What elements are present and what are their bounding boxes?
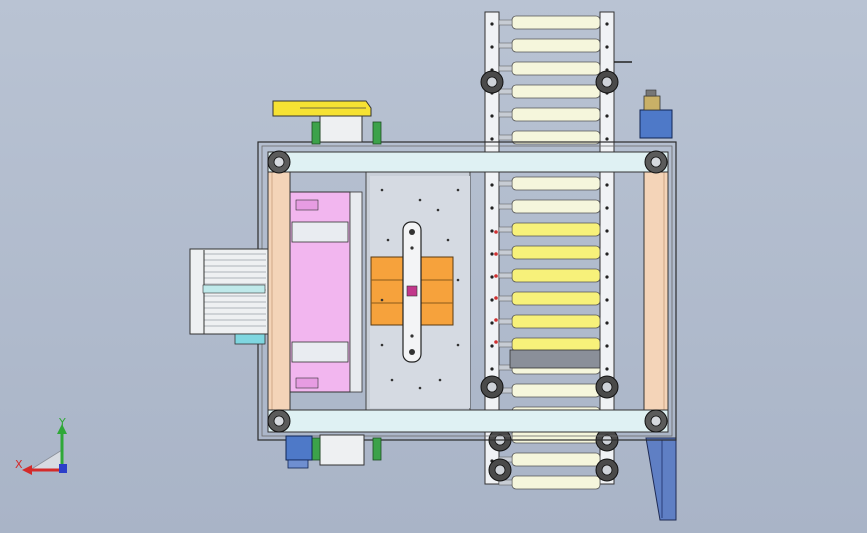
roller: [511, 15, 601, 30]
rail-hole: [490, 275, 494, 279]
roller: [511, 61, 601, 76]
rail-hole: [490, 183, 494, 187]
mounting-hole: [436, 208, 440, 212]
bottom-pulley: [311, 434, 382, 466]
mounting-hole: [418, 198, 422, 202]
rail-hole: [605, 367, 609, 371]
roller-shaft: [498, 272, 513, 279]
blue-chute: [645, 437, 677, 521]
rail-hole: [605, 114, 609, 118]
rail-hole: [605, 275, 609, 279]
rail-hole: [605, 137, 609, 141]
rail-hole: [490, 206, 494, 210]
sensor-marker: [494, 274, 498, 278]
roller: [511, 291, 601, 306]
roller: [511, 268, 601, 283]
roller: [511, 475, 601, 490]
sensor-marker: [494, 252, 498, 256]
roller: [511, 176, 601, 191]
roller-shaft: [498, 65, 513, 72]
rail-hole: [605, 298, 609, 302]
rail-hole: [490, 45, 494, 49]
sensor-marker: [494, 230, 498, 234]
roller: [511, 84, 601, 99]
rail-hole: [605, 344, 609, 348]
x-axis-label: X: [15, 458, 23, 471]
roller-conveyor: [480, 11, 619, 490]
pink-carriage: [289, 191, 363, 393]
roller-shaft: [498, 19, 513, 26]
mounting-hole: [456, 188, 460, 192]
mounting-hole: [456, 343, 460, 347]
sensor-marker: [494, 318, 498, 322]
roller: [511, 245, 601, 260]
y-axis-label: Y: [58, 416, 66, 429]
rail-hole: [490, 367, 494, 371]
roller-shaft: [498, 203, 513, 210]
mounting-holes: [380, 188, 498, 390]
mounting-hole: [446, 238, 450, 242]
sensor-marker: [494, 296, 498, 300]
rail-hole: [605, 229, 609, 233]
rail-hole: [605, 183, 609, 187]
rail-hole: [605, 252, 609, 256]
mounting-hole: [386, 238, 390, 242]
coordinate-triad: Y X: [15, 416, 67, 475]
roller-shaft: [498, 226, 513, 233]
rail-hole: [490, 22, 494, 26]
top-cross-beam: [267, 151, 669, 173]
blue-gear-motor-top: [614, 61, 673, 139]
blue-gear-motor-bottom: [285, 435, 313, 469]
rail-hole: [605, 22, 609, 26]
rail-hole: [490, 229, 494, 233]
mounting-hole: [418, 386, 422, 390]
roller: [511, 222, 601, 237]
rail-hole: [490, 298, 494, 302]
roller-shaft: [498, 134, 513, 141]
roller-shaft: [498, 42, 513, 49]
roller-shaft: [498, 88, 513, 95]
roller-shaft: [498, 111, 513, 118]
rail-hole: [490, 321, 494, 325]
rail-hole: [490, 137, 494, 141]
roller-shaft: [498, 341, 513, 348]
rail-hole: [605, 206, 609, 210]
roller: [511, 314, 601, 329]
yellow-guard: [272, 100, 382, 145]
rail-hole: [490, 344, 494, 348]
roller: [511, 199, 601, 214]
mounting-hole: [390, 378, 394, 382]
roller: [511, 337, 601, 352]
rail-hole: [605, 45, 609, 49]
mounting-hole: [380, 343, 384, 347]
roller-shaft: [498, 318, 513, 325]
center-slide-rail: [402, 221, 422, 363]
mounting-hole: [380, 188, 384, 192]
sensor-marker: [494, 340, 498, 344]
roller-shaft: [498, 249, 513, 256]
roller: [511, 107, 601, 122]
chain-strip: [509, 349, 601, 369]
roller: [511, 383, 601, 398]
roller: [511, 38, 601, 53]
mounting-hole: [380, 298, 384, 302]
roller: [511, 452, 601, 467]
corner-bearings: [267, 150, 668, 433]
rail-hole: [490, 114, 494, 118]
right-side-beam: [643, 169, 669, 413]
rail-hole: [490, 252, 494, 256]
mounting-hole: [456, 278, 460, 282]
mounting-hole: [438, 378, 442, 382]
left-motor: [189, 248, 269, 345]
left-side-beam: [267, 169, 291, 413]
roller-shaft: [498, 295, 513, 302]
rail-hole: [605, 321, 609, 325]
bottom-cross-beam: [267, 409, 669, 433]
roller-shaft: [498, 180, 513, 187]
